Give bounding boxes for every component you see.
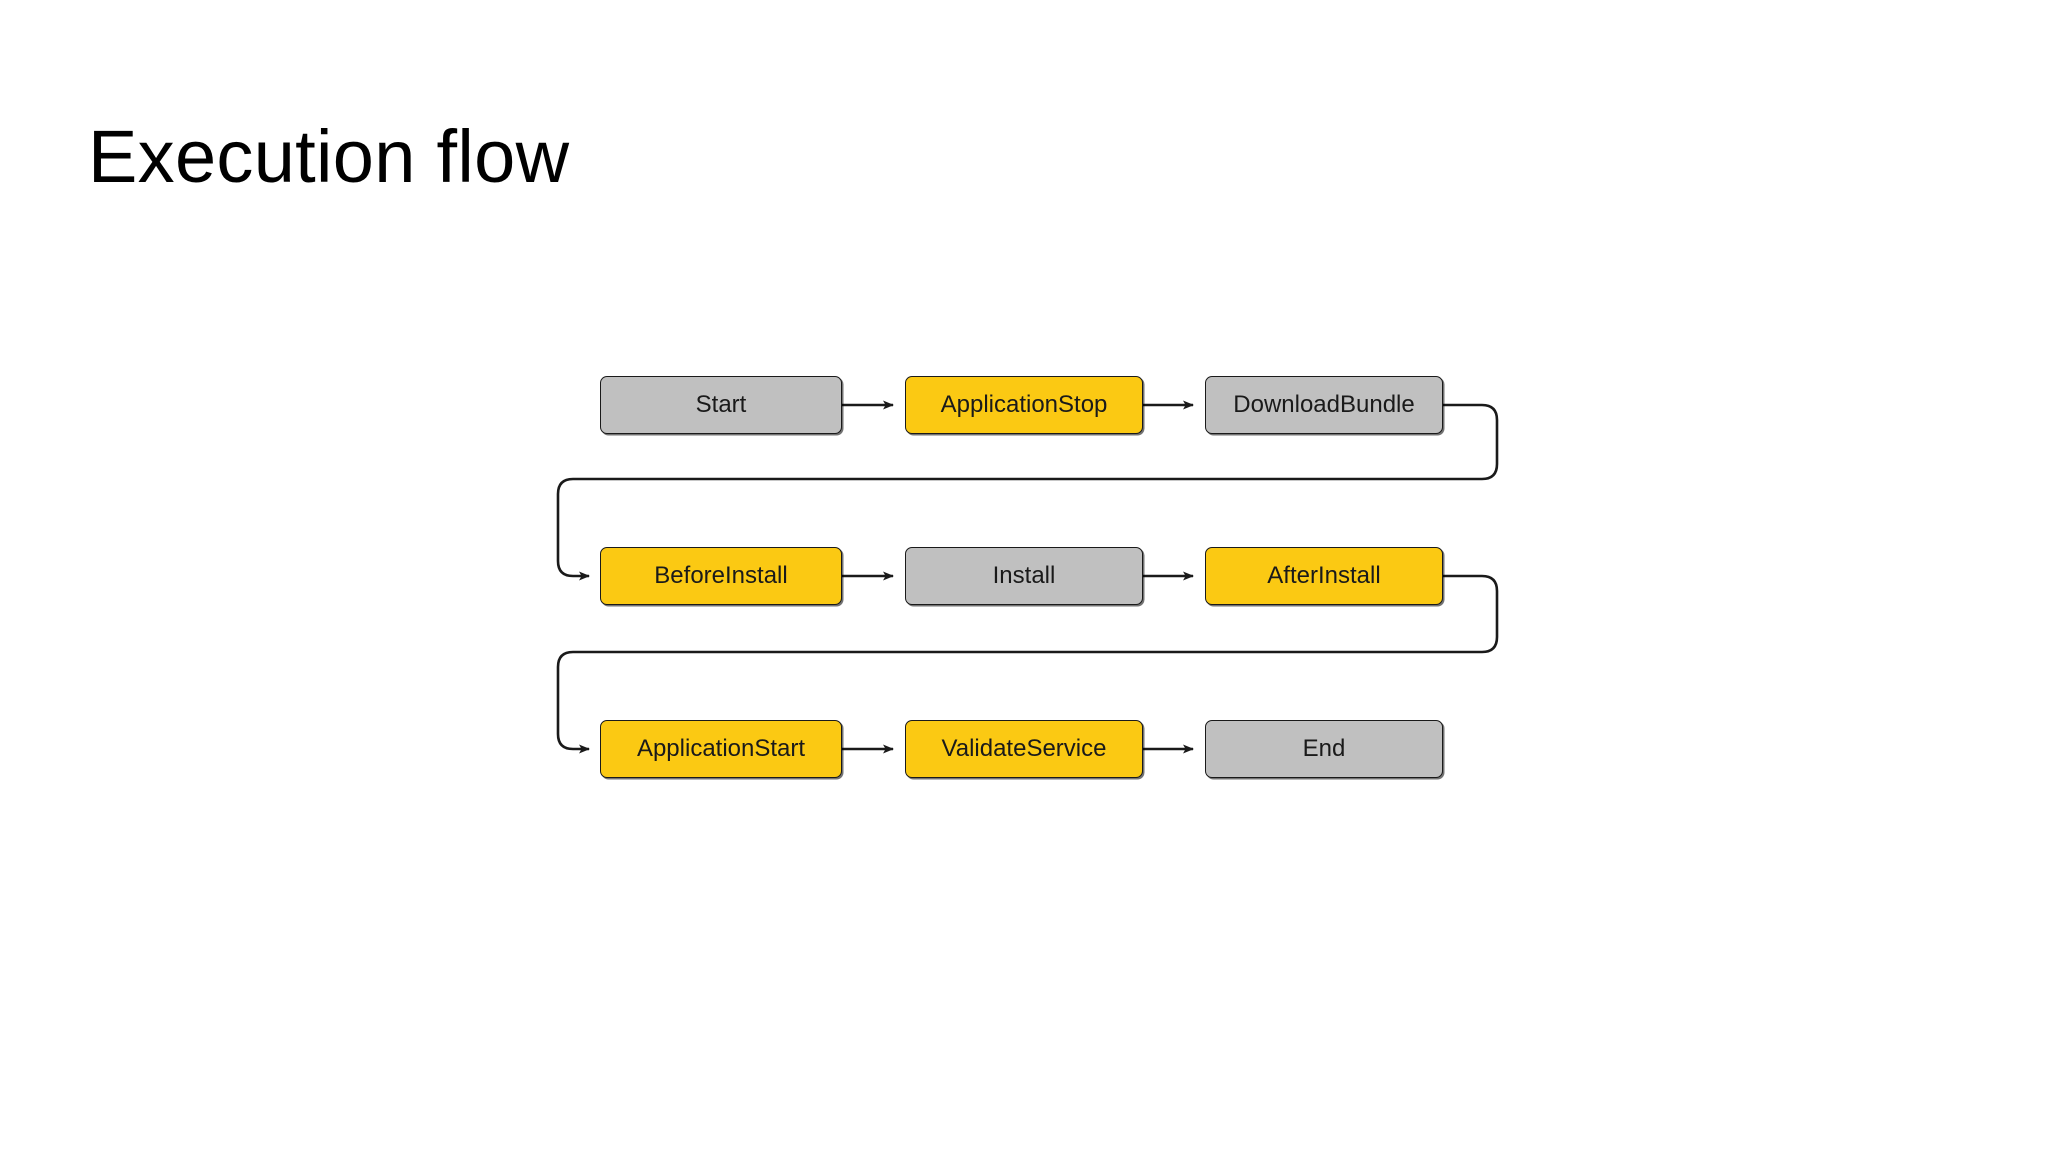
- page-title: Execution flow: [88, 115, 570, 198]
- flow-node-label: AfterInstall: [1267, 562, 1381, 589]
- flow-node-end[interactable]: End: [1205, 720, 1443, 778]
- flow-node-applicationstart[interactable]: ApplicationStart: [600, 720, 842, 778]
- flow-node-beforeinstall[interactable]: BeforeInstall: [600, 547, 842, 605]
- flow-node-start[interactable]: Start: [600, 376, 842, 434]
- flow-node-label: Install: [992, 562, 1056, 589]
- flow-node-label: End: [1302, 735, 1346, 762]
- flow-node-install[interactable]: Install: [905, 547, 1143, 605]
- flow-node-afterinstall[interactable]: AfterInstall: [1205, 547, 1443, 605]
- flow-node-label: ApplicationStart: [636, 735, 806, 762]
- flow-node-label: ApplicationStop: [940, 391, 1108, 418]
- flow-node-downloadbundle[interactable]: DownloadBundle: [1205, 376, 1443, 434]
- edge-afterinstall-to-applicationstart: [556, 574, 1499, 754]
- flow-node-label: DownloadBundle: [1233, 391, 1415, 418]
- flow-node-label: ValidateService: [941, 735, 1107, 762]
- flow-node-label: BeforeInstall: [654, 562, 788, 589]
- flow-node-applicationstop[interactable]: ApplicationStop: [905, 376, 1143, 434]
- flow-node-validateservice[interactable]: ValidateService: [905, 720, 1143, 778]
- edge-downloadbundle-to-beforeinstall: [556, 403, 1499, 581]
- flow-node-label: Start: [695, 391, 747, 418]
